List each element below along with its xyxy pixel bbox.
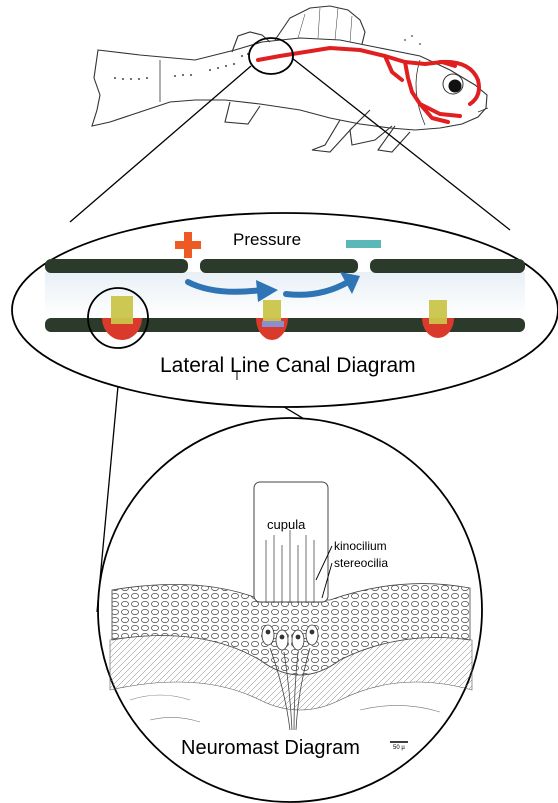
canal-roof-right (370, 259, 525, 273)
scale-label: 50 µ (393, 745, 405, 751)
fish-eye (443, 74, 463, 94)
canal-roof-middle (200, 259, 358, 273)
neuromast-diagram-title: Neuromast Diagram (181, 737, 360, 760)
canal-cupula-1 (111, 296, 133, 324)
cupula-label: cupula (267, 517, 305, 532)
kinocilium-label: kinocilium (334, 539, 387, 553)
canal-cupula-3 (429, 300, 447, 324)
cupula-body (254, 482, 328, 602)
canal-roof-left (45, 259, 188, 273)
stereocilia-label: stereocilia (334, 556, 388, 570)
fish-drawing (92, 6, 488, 152)
canal-diagram-title: Lateral Line Canal Diagram (160, 354, 416, 378)
pressure-label: Pressure (233, 230, 301, 250)
canal-cupula-2 (263, 300, 281, 324)
minus-sign (346, 240, 381, 248)
